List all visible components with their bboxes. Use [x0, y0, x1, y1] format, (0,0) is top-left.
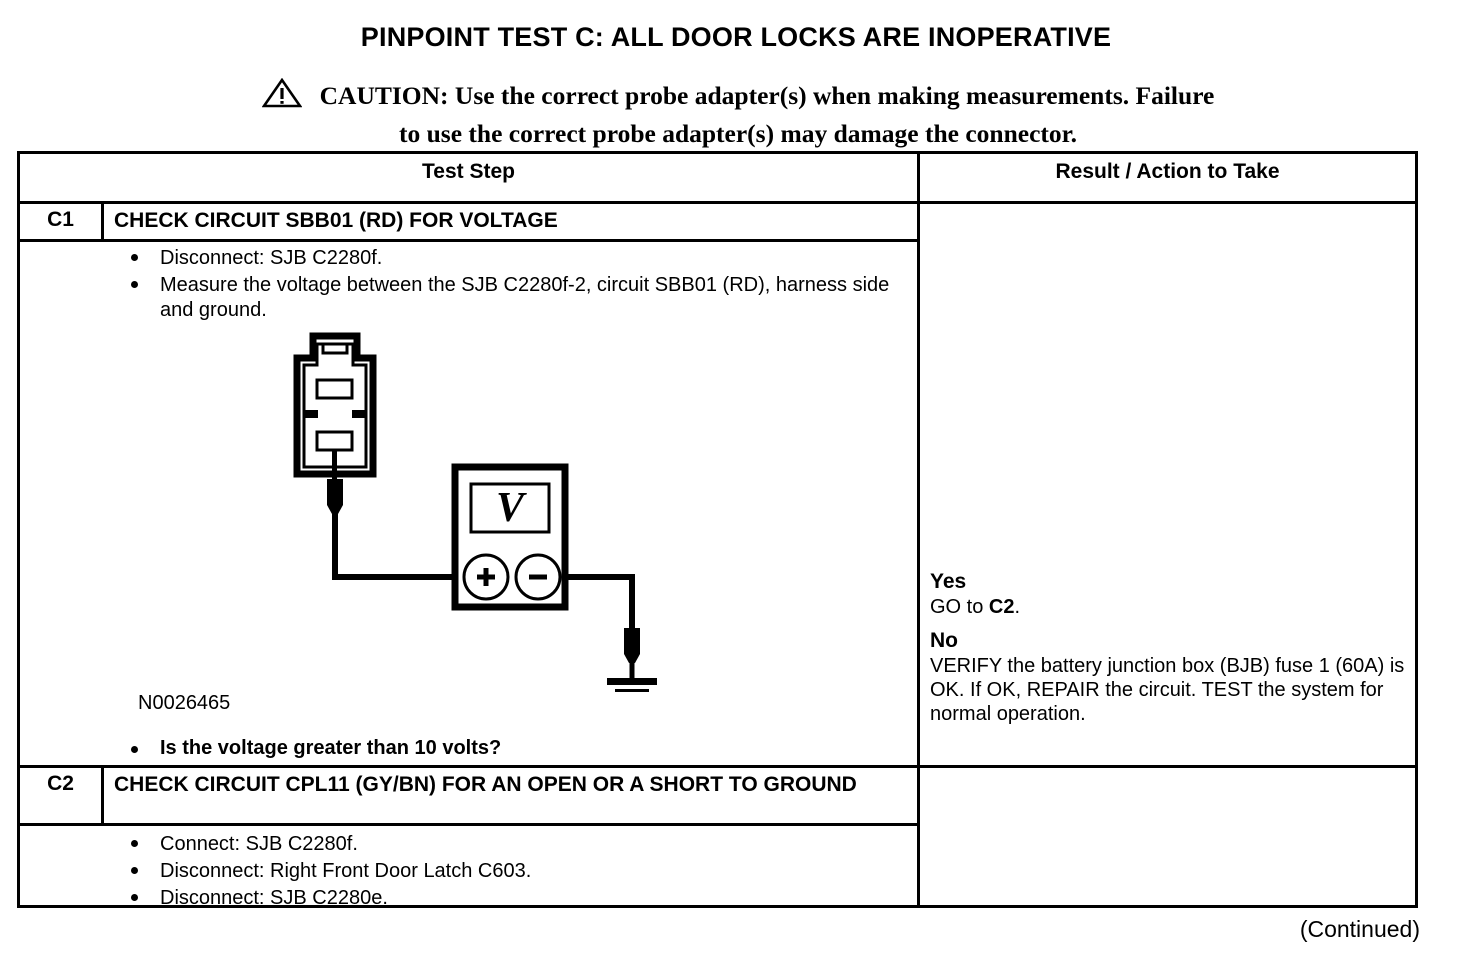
c1-title-rule	[20, 239, 917, 242]
bullet-text: Disconnect: Right Front Door Latch C603.	[160, 860, 532, 883]
bullet-dot	[131, 840, 138, 847]
result-action-c1: Yes GO to C2. No VERIFY the battery junc…	[930, 569, 1408, 727]
caution-text-line-1: CAUTION: Use the correct probe adapter(s…	[319, 81, 1215, 110]
list-item: Disconnect: SJB C2280e.	[114, 886, 904, 911]
header-result-action: Result / Action to Take	[1055, 160, 1280, 183]
list-item: Measure the voltage between the SJB C228…	[114, 273, 904, 323]
test-probe	[327, 479, 343, 526]
bullet-text: Disconnect: SJB C2280e.	[160, 887, 388, 910]
ground-symbol	[607, 628, 657, 703]
bullet-dot	[131, 746, 138, 753]
result-yes-target: C2	[988, 595, 1015, 618]
bullet-dot	[131, 281, 138, 289]
list-item: Disconnect: SJB C2280f.	[114, 246, 904, 271]
column-divider	[917, 154, 920, 905]
result-yes-text: GO to C2.	[930, 595, 1408, 619]
header-rule	[20, 201, 1415, 204]
step-bullets-c2: Connect: SJB C2280f. Disconnect: Right F…	[114, 832, 904, 914]
list-item: Disconnect: Right Front Door Latch C603.	[114, 859, 904, 884]
warning-triangle-icon	[261, 77, 303, 116]
voltmeter: V	[451, 463, 569, 611]
result-no-label: No	[930, 629, 958, 652]
step-id-c2: C2	[47, 772, 74, 795]
c2-title-rule	[20, 823, 917, 826]
bullet-text: Measure the voltage between the SJB C228…	[160, 274, 890, 322]
bullet-dot	[131, 867, 138, 875]
c1-end-rule	[20, 765, 1415, 768]
result-yes-post: .	[1014, 595, 1021, 618]
question-text: Is the voltage greater than 10 volts?	[160, 737, 502, 759]
bullet-dot	[131, 254, 138, 261]
list-item: Connect: SJB C2280f.	[114, 832, 904, 857]
page-title: PINPOINT TEST C: ALL DOOR LOCKS ARE INOP…	[360, 22, 1112, 52]
pinpoint-test-table: Test Step Result / Action to Take C1 CHE…	[17, 151, 1418, 909]
step-id-c1: C1	[47, 208, 74, 231]
result-yes-pre: GO to	[930, 595, 989, 618]
header-test-step: Test Step	[422, 160, 515, 183]
result-no-text: VERIFY the battery junction box (BJB) fu…	[930, 654, 1405, 726]
electrical-connector	[293, 332, 377, 480]
step-title-c2: CHECK CIRCUIT CPL11 (GY/BN) FOR AN OPEN …	[114, 773, 857, 796]
bullet-dot	[131, 894, 138, 902]
svg-text:V: V	[496, 485, 527, 531]
step-bullets-c1: Disconnect: SJB C2280f. Measure the volt…	[114, 246, 904, 326]
figure-id: N0026465	[138, 692, 231, 714]
bullet-text: Connect: SJB C2280f.	[160, 833, 358, 855]
caution-block: CAUTION: Use the correct probe adapter(s…	[98, 77, 1378, 150]
step-title-c1: CHECK CIRCUIT SBB01 (RD) FOR VOLTAGE	[114, 209, 558, 232]
step-id-divider-c2	[101, 765, 104, 823]
continued-label: (Continued)	[1299, 916, 1420, 942]
step-question-c1: Is the voltage greater than 10 volts?	[114, 737, 904, 760]
test-setup-diagram: V	[275, 332, 695, 703]
caution-line-1: CAUTION: Use the correct probe adapter(s…	[98, 77, 1378, 116]
bullet-text: Disconnect: SJB C2280f.	[160, 247, 383, 269]
result-yes-label: Yes	[930, 570, 967, 593]
caution-text-line-2: to use the correct probe adapter(s) may …	[399, 119, 1077, 149]
step-id-divider-c1	[101, 201, 104, 239]
